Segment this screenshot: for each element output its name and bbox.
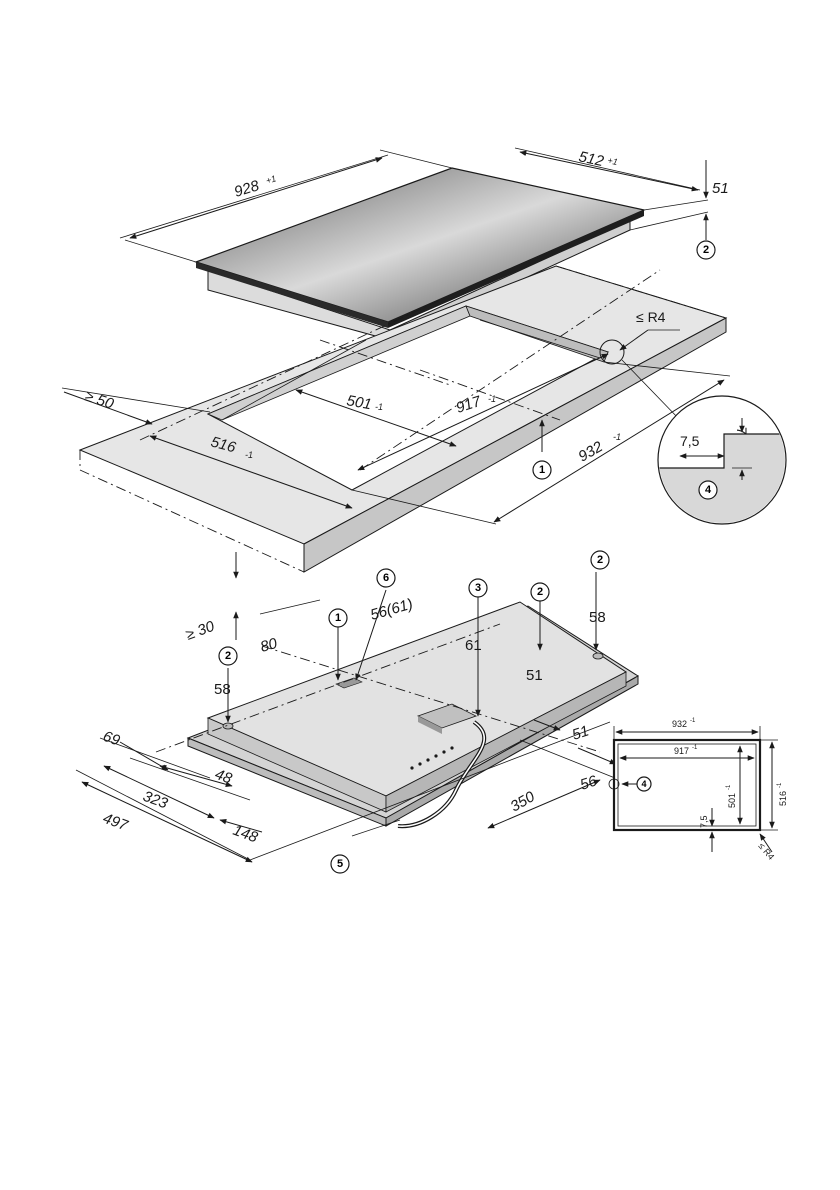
svg-text:4: 4 <box>641 779 646 789</box>
cutout-inner-width-tolerance: -1 <box>488 394 496 404</box>
hob-height-label: 51 <box>712 180 729 197</box>
svg-text:3: 3 <box>475 582 481 594</box>
plan-step-height: 7,5 <box>699 815 709 828</box>
svg-text:4: 4 <box>705 484 712 496</box>
clearance-label: ≥ 30 <box>184 618 218 644</box>
dim-58-right: 58 <box>589 609 606 626</box>
detail-step-height: 7 <box>734 427 750 435</box>
plan-inner-width-tolerance: -1 <box>692 745 698 751</box>
dim-69: 69 <box>101 728 123 750</box>
plan-inner-width: 917 <box>674 746 689 756</box>
dim-323: 323 <box>141 788 171 813</box>
hob-width-tolerance: +1 <box>265 173 278 186</box>
callout-6: 6 <box>376 568 396 588</box>
callout-3: 3 <box>468 578 488 598</box>
dim-56-61: 56(61) <box>368 596 414 624</box>
callout-2-middle: 2 <box>530 582 550 602</box>
svg-text:2: 2 <box>537 586 543 598</box>
hob-underside <box>155 601 639 829</box>
cutout-inner-depth-label: 501 <box>345 392 373 413</box>
dim-51-top: 51 <box>526 667 543 684</box>
callout-2-hob: 2 <box>696 240 716 260</box>
callout-1-worktop: 1 <box>532 460 552 480</box>
cutout-outer-depth-tolerance: -1 <box>245 450 253 460</box>
corner-radius-label: ≤ R4 <box>636 309 666 325</box>
hob-depth-label: 512 <box>577 148 606 170</box>
hob-depth-tolerance: +1 <box>607 155 619 167</box>
svg-text:2: 2 <box>225 650 231 662</box>
plan-outer-width-tolerance: -1 <box>690 718 696 724</box>
dim-61: 61 <box>465 637 482 654</box>
callout-2-left: 2 <box>218 646 238 666</box>
cutout-inner-depth-tolerance: -1 <box>375 402 383 412</box>
cutout-outer-width-tolerance: -1 <box>613 432 621 442</box>
callout-4-plan: 4 <box>636 776 652 792</box>
hob-width-label: 928 <box>232 177 262 201</box>
cutout-outer-depth-label: 516 <box>209 433 238 456</box>
plan-radius: ≤ R4 <box>756 841 776 862</box>
dim-51-right: 51 <box>570 722 591 743</box>
plan-outer-height: 516 <box>778 791 788 806</box>
svg-text:1: 1 <box>539 464 545 476</box>
svg-text:2: 2 <box>703 244 709 256</box>
corner-detail <box>599 339 787 525</box>
detail-step-width: 7,5 <box>680 433 700 449</box>
dim-56-right: 56 <box>578 772 600 794</box>
svg-text:1: 1 <box>335 612 341 624</box>
dim-48: 48 <box>213 766 235 788</box>
callout-5-cable: 5 <box>330 854 350 874</box>
cutout-dimensions <box>61 269 731 640</box>
underside-dimensions <box>75 572 621 863</box>
callout-1-underside: 1 <box>328 608 348 628</box>
callout-4-detail: 4 <box>698 480 718 500</box>
dim-350: 350 <box>508 788 539 816</box>
cutout-outer-width-label: 932 <box>576 438 607 466</box>
plan-inner-height: 501 <box>727 793 737 808</box>
front-distance-label: ≥ 50 <box>83 388 117 413</box>
dim-80: 80 <box>258 635 279 656</box>
callout-2-right: 2 <box>590 550 610 570</box>
dim-497: 497 <box>101 810 131 835</box>
plan-inner-height-tolerance: -1 <box>726 784 732 790</box>
svg-text:6: 6 <box>383 572 389 584</box>
dim-58-left: 58 <box>214 681 231 698</box>
plan-outer-height-tolerance: -1 <box>777 782 783 788</box>
hob-dimensions <box>119 147 709 263</box>
dim-148: 148 <box>231 822 261 847</box>
svg-text:2: 2 <box>597 554 603 566</box>
svg-text:5: 5 <box>337 858 343 870</box>
plan-outer-width: 932 <box>672 719 687 729</box>
